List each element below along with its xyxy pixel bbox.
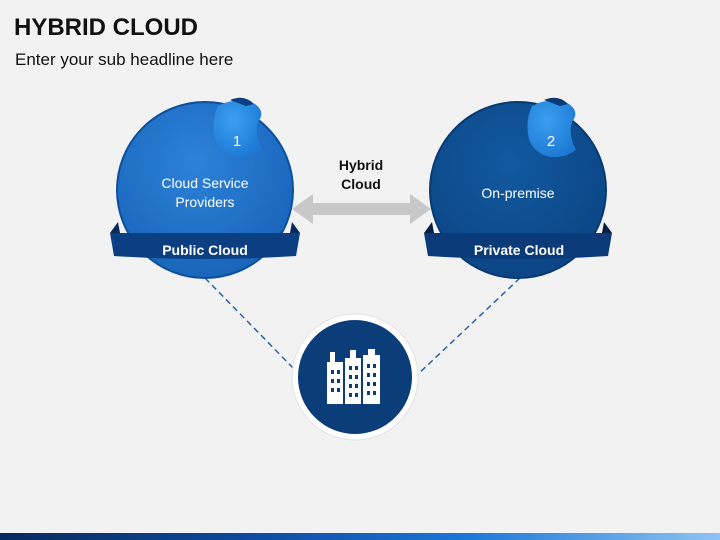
hybrid-double-arrow [292, 194, 431, 224]
number-badge-1 [213, 97, 262, 158]
number-badge-2 [527, 97, 576, 158]
left-node-text: Cloud Service Providers [135, 174, 275, 212]
badge-number-2: 2 [546, 133, 556, 150]
bottom-accent-bar [0, 533, 720, 540]
private-cloud-node [424, 97, 612, 279]
right-dashed-connector [415, 277, 521, 377]
badge-number-1: 1 [232, 133, 242, 150]
left-node-text-line1: Cloud Service [161, 175, 249, 191]
page-subtitle: Enter your sub headline here [15, 50, 234, 69]
public-cloud-label: Public Cloud [162, 242, 248, 258]
hybrid-cloud-label: Hybrid Cloud [320, 156, 402, 194]
center-buildings-node [291, 313, 419, 441]
left-node-text-line2: Providers [175, 194, 235, 210]
hybrid-label-line2: Cloud [341, 176, 381, 192]
private-cloud-label: Private Cloud [473, 242, 565, 258]
page-title: HYBRID CLOUD [14, 14, 198, 41]
right-node-text: On-premise [481, 185, 555, 201]
left-dashed-connector [204, 277, 298, 373]
public-cloud-node [110, 97, 300, 279]
buildings-icon [327, 349, 380, 404]
hybrid-label-line1: Hybrid [338, 157, 384, 173]
